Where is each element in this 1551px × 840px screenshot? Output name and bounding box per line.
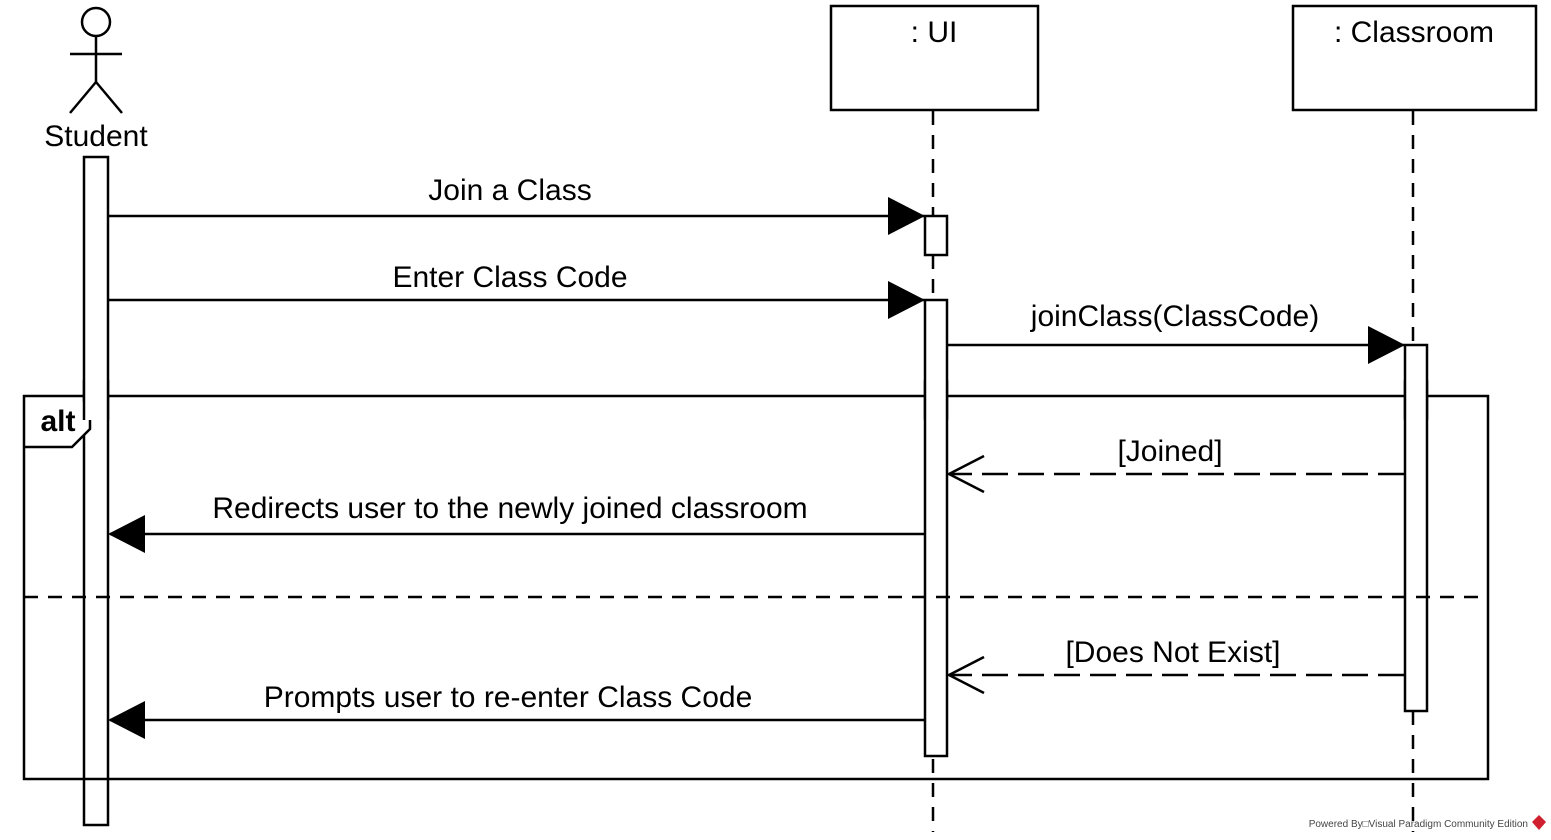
alt-frame (22, 394, 1490, 781)
alt-operator-label: alt (40, 405, 75, 438)
arrowhead-filled (108, 701, 145, 739)
message-label: Join a Class (428, 174, 591, 207)
ui-activation-1 (923, 214, 949, 257)
message-join-class-call: joinClass(ClassCode) (947, 300, 1405, 364)
message-label: Prompts user to re-enter Class Code (264, 681, 753, 714)
arrowhead-open (946, 655, 985, 695)
arrowhead-open (946, 454, 985, 494)
message-does-not-exist-return: [Does Not Exist] (946, 636, 1404, 695)
ui-activation-2 (923, 298, 949, 758)
lifeline-classroom: : Classroom (1291, 4, 1538, 832)
ui-activation-over (925, 380, 947, 420)
lifeline-classroom-label: : Classroom (1334, 16, 1494, 49)
arrowhead-filled (888, 197, 925, 235)
classroom-activation-over (1405, 380, 1427, 420)
message-label: Enter Class Code (392, 261, 627, 294)
actor-leg-right (95, 81, 123, 114)
arrowhead-filled (1368, 326, 1405, 364)
lifeline-classroom-head (1291, 4, 1538, 112)
vp-logo-icon (1532, 815, 1546, 830)
lifeline-ui-head (829, 4, 1040, 112)
actor-student: Student (44, 6, 148, 153)
message-redirects-user: Redirects user to the newly joined class… (108, 492, 924, 553)
message-join-a-class: Join a Class (108, 174, 925, 235)
message-label: [Does Not Exist] (1065, 636, 1280, 669)
message-label: Redirects user to the newly joined class… (212, 492, 807, 525)
student-activation-bar-over (84, 380, 108, 420)
lifeline-ui-label: : UI (911, 16, 958, 49)
message-label: joinClass(ClassCode) (1030, 300, 1319, 333)
alt-fragment: alt (22, 394, 1490, 781)
actor-leg-left (69, 81, 97, 114)
message-enter-class-code: Enter Class Code (108, 261, 925, 319)
footer-watermark: Powered By□Visual Paradigm Community Edi… (1309, 815, 1546, 830)
message-prompts-reenter: Prompts user to re-enter Class Code (108, 681, 924, 739)
arrowhead-filled (108, 515, 145, 553)
message-label: [Joined] (1117, 435, 1222, 468)
message-joined-return: [Joined] (946, 435, 1404, 494)
classroom-activation (1403, 343, 1429, 713)
footer-text: Powered By□Visual Paradigm Community Edi… (1309, 819, 1528, 830)
arrowhead-filled (888, 281, 925, 319)
student-activation-bar (82, 155, 110, 827)
actor-name: Student (44, 120, 148, 153)
actor-head (80, 6, 112, 38)
